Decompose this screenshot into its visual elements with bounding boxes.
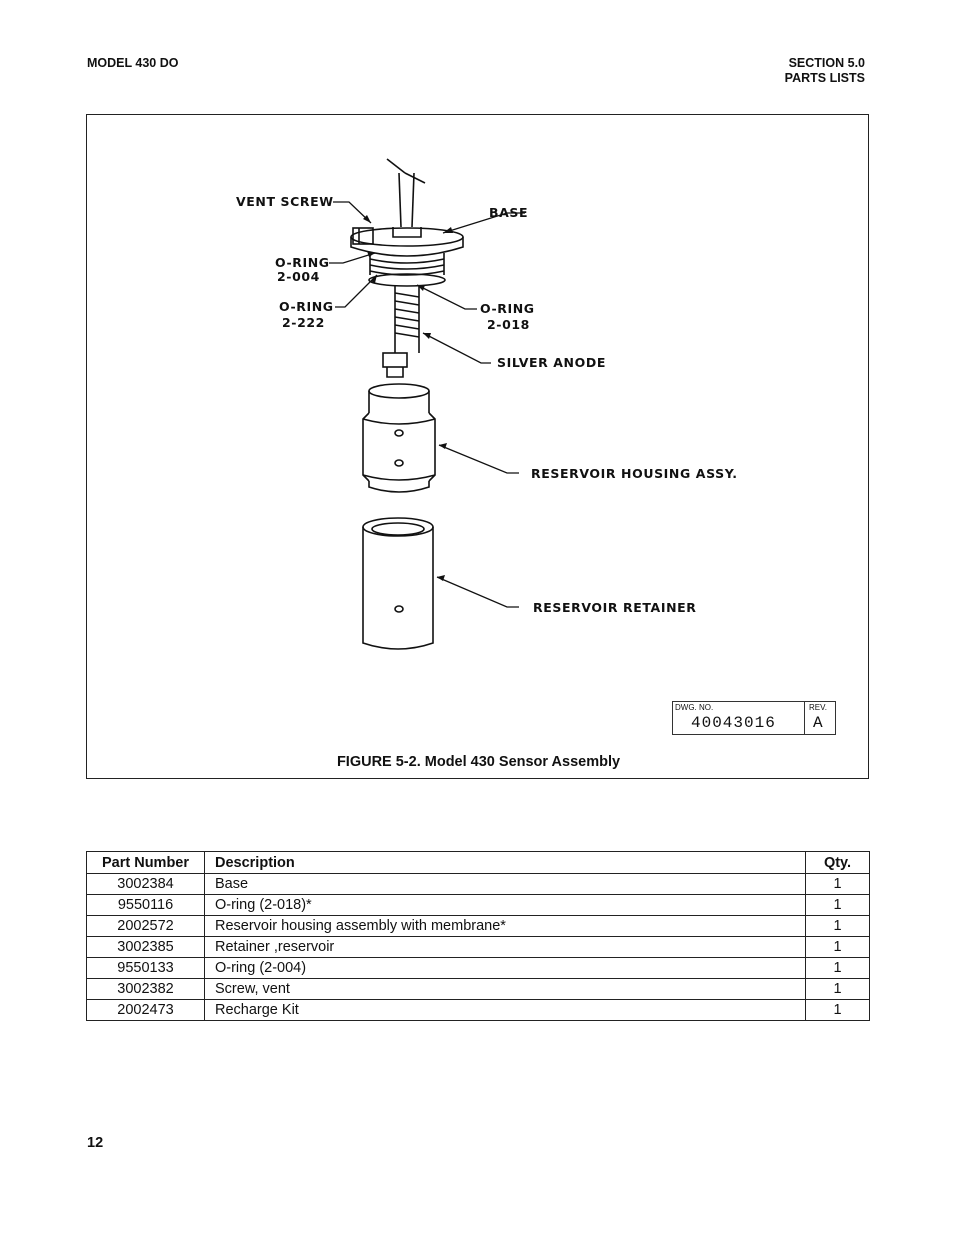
header-section: SECTION 5.0 PARTS LISTS xyxy=(785,56,865,86)
label-oring-222-title: O-RING xyxy=(279,299,334,314)
figure-caption: FIGURE 5-2. Model 430 Sensor Assembly xyxy=(336,754,621,770)
qty-cell: 1 xyxy=(805,915,870,937)
header-model: MODEL 430 DO xyxy=(87,56,179,70)
part-number-cell: 9550116 xyxy=(86,894,205,916)
label-oring-018-title: O-RING xyxy=(480,301,535,316)
dwg-no-label: DWG. NO. xyxy=(675,703,714,712)
label-silver-anode: SILVER ANODE xyxy=(497,355,606,370)
qty-cell: 1 xyxy=(833,1002,842,1018)
part-number-cell: 2002473 xyxy=(86,999,205,1021)
dwg-no-value: 40043016 xyxy=(691,714,776,732)
table-header-row: Part Number Description Qty. xyxy=(86,851,870,874)
label-oring-004-size: 2-004 xyxy=(277,269,320,284)
parts-table: Part Number Description Qty. 3002384 Bas… xyxy=(86,851,870,1021)
label-reservoir-retainer: RESERVOIR RETAINER xyxy=(533,600,697,615)
qty-cell: 1 xyxy=(805,894,870,916)
table-row: 3002382 Screw, vent 1 xyxy=(86,978,870,1000)
qty-cell: 1 xyxy=(805,957,870,979)
table-row: 3002385 Retainer ,reservoir 1 xyxy=(86,936,870,958)
dwg-no-cell: DWG. NO. 40043016 xyxy=(673,702,805,734)
header-section-subtitle: PARTS LISTS xyxy=(784,71,865,85)
col-description: Description xyxy=(204,851,806,874)
description-cell: O-ring (2-018)* xyxy=(204,894,806,916)
label-oring-004-title: O-RING xyxy=(275,255,330,270)
part-number-cell: 3002382 xyxy=(86,978,205,1000)
label-vent-screw: VENT SCREW xyxy=(236,194,334,209)
header-section-title: SECTION 5.0 xyxy=(788,56,865,70)
rev-label: REV. xyxy=(809,703,827,712)
label-oring-018-size: 2-018 xyxy=(487,317,530,332)
qty-cell: 1 xyxy=(805,873,870,895)
description-cell: Recharge Kit xyxy=(204,999,806,1021)
part-number-cell: 2002572 xyxy=(86,915,205,937)
col-qty: Qty. xyxy=(805,851,870,874)
table-row: 3002384 Base 1 xyxy=(86,873,870,895)
table-row: 9550116 O-ring (2-018)* 1 xyxy=(86,894,870,916)
description-cell: Base xyxy=(204,873,806,895)
figure-frame: VENT SCREW BASE O-RING 2-004 O-RING 2-22… xyxy=(86,114,869,779)
part-number-cell: 3002384 xyxy=(86,873,205,895)
page-number: 12 xyxy=(87,1135,104,1151)
col-part-number: Part Number xyxy=(86,851,205,874)
drawing-number-box: DWG. NO. 40043016 REV. A xyxy=(672,701,836,735)
rev-value: A xyxy=(813,714,824,732)
table-row: 9550133 O-ring (2-004) 1 xyxy=(86,957,870,979)
table-row: 2002572 Reservoir housing assembly with … xyxy=(86,915,870,937)
description-cell: Reservoir housing assembly with membrane… xyxy=(204,915,806,937)
part-number-cell: 3002385 xyxy=(86,936,205,958)
description-cell: O-ring (2-004) xyxy=(204,957,806,979)
label-reservoir-housing: RESERVOIR HOUSING ASSY. xyxy=(531,466,738,481)
label-oring-222-size: 2-222 xyxy=(282,315,325,330)
description-cell: Retainer ,reservoir xyxy=(204,936,806,958)
qty-cell: 1 xyxy=(805,936,870,958)
sensor-assembly-drawing: VENT SCREW BASE O-RING 2-004 O-RING 2-22… xyxy=(236,158,738,650)
part-number-cell: 9550133 xyxy=(86,957,205,979)
label-base: BASE xyxy=(489,205,528,220)
description-cell: Screw, vent xyxy=(204,978,806,1000)
qty-cell: 1 xyxy=(805,978,870,1000)
table-row: 2002473 Recharge Kit 1 xyxy=(86,999,870,1021)
